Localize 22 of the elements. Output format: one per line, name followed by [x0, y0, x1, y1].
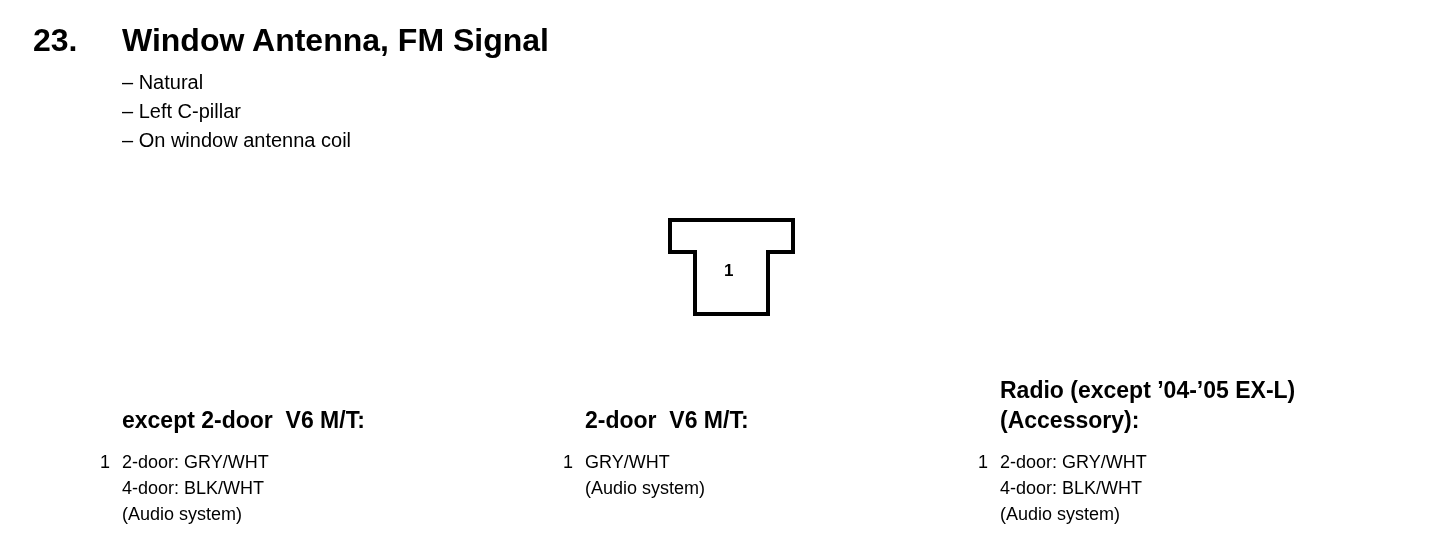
wire-description: GRY/WHT — [585, 453, 670, 471]
wire-description: 2-door: GRY/WHT — [122, 453, 269, 471]
wire-description: 4-door: BLK/WHT — [1000, 479, 1143, 497]
wire-description: (Audio system) — [1000, 505, 1121, 523]
section-number: 23. — [33, 24, 78, 56]
title: Window Antenna, FM Signal — [122, 24, 549, 56]
wire-description: (Audio system) — [122, 505, 243, 523]
note-text: – Natural — [122, 72, 204, 92]
variant-heading: except 2-door V6 M/T: — [122, 409, 365, 432]
note-text: – On window antenna coil — [122, 130, 352, 150]
connector-outline — [668, 218, 795, 316]
variant-heading: 2-door V6 M/T: — [585, 409, 749, 432]
wire-description: (Audio system) — [585, 479, 706, 497]
pin-number: 1 — [978, 453, 988, 471]
variant-heading: Radio (except ’04-’05 EX-L) — [1000, 379, 1296, 402]
pin-number: 1 — [724, 262, 734, 279]
wire-description: 2-door: GRY/WHT — [1000, 453, 1147, 471]
variant-heading: (Accessory): — [1000, 409, 1140, 432]
note-text: – Left C-pillar — [122, 101, 241, 121]
pin-number: 1 — [563, 453, 573, 471]
pin-number: 1 — [100, 453, 110, 471]
wire-description: 4-door: BLK/WHT — [122, 479, 265, 497]
